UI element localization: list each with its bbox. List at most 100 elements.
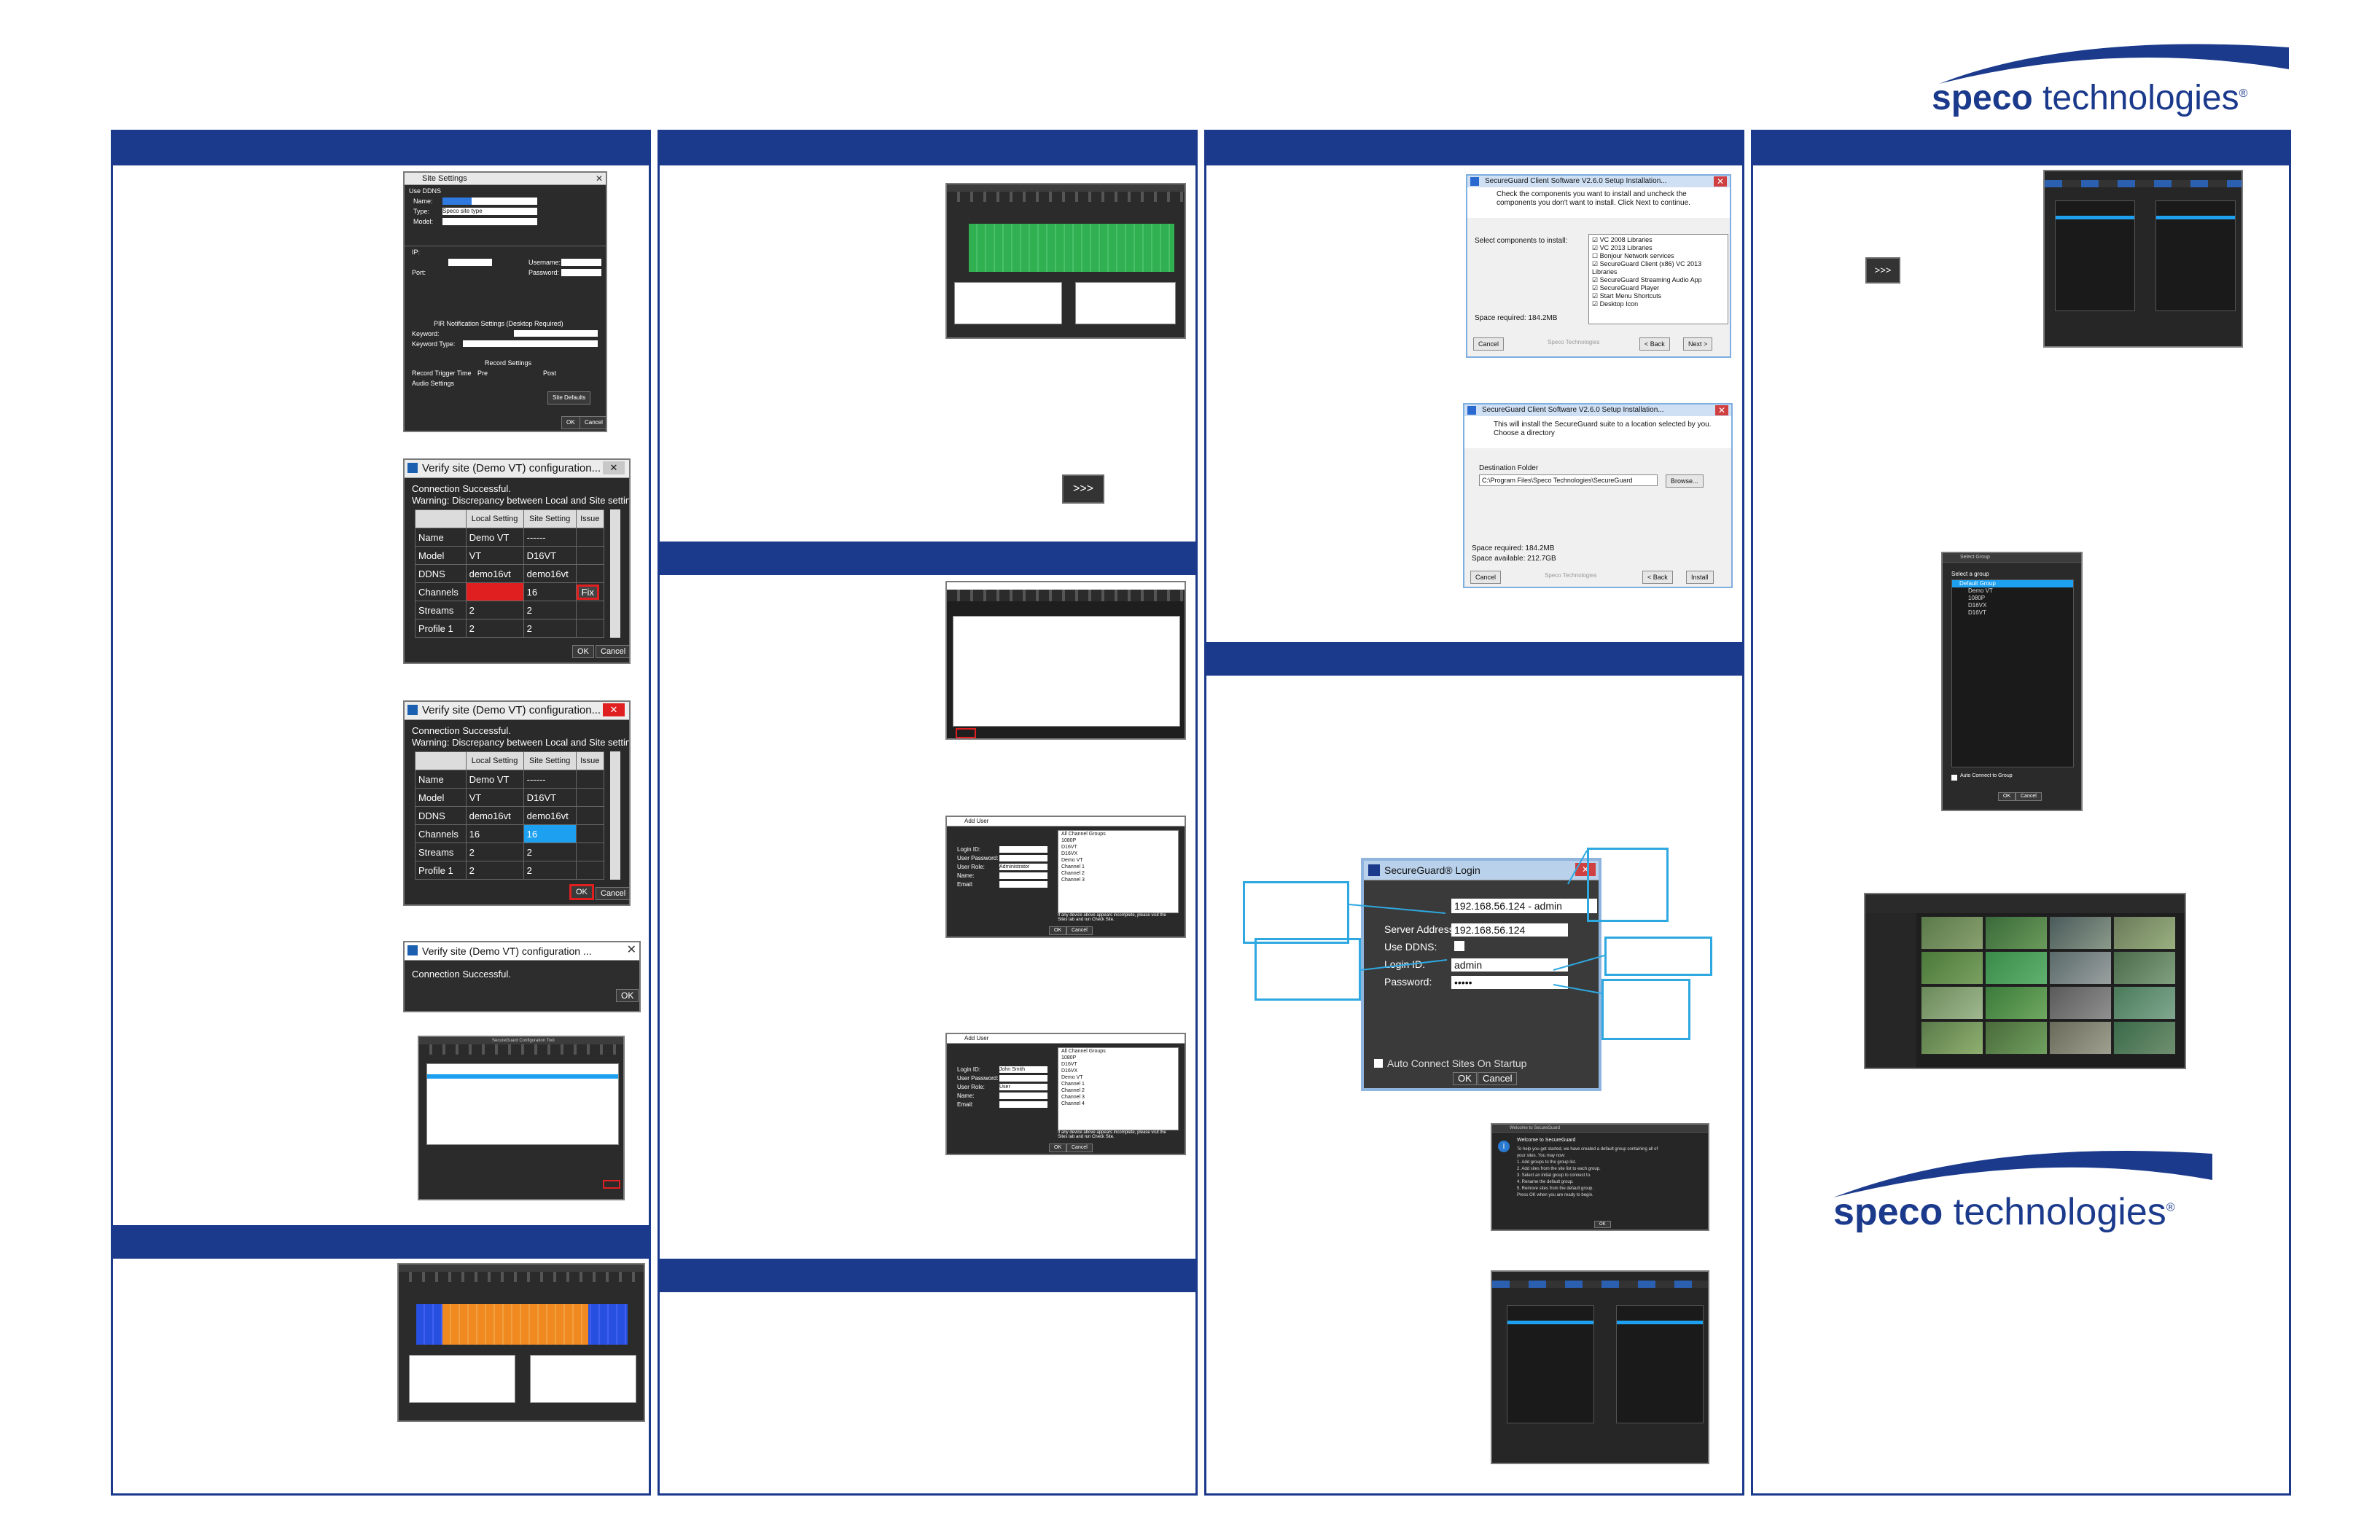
- camera-tile[interactable]: [1921, 1021, 1983, 1055]
- camera-tile[interactable]: [1921, 986, 1983, 1020]
- cancel-button[interactable]: Cancel: [1066, 1144, 1093, 1152]
- cancel-button[interactable]: Cancel: [596, 887, 629, 900]
- cancel-button[interactable]: Cancel: [1478, 1072, 1518, 1085]
- camera-tile[interactable]: [2113, 1021, 2176, 1055]
- camera-tile[interactable]: [2113, 986, 2176, 1020]
- channel-tree[interactable]: All Channel Groups 1080P D16VT D16VX Dem…: [1058, 1047, 1179, 1130]
- camera-tile[interactable]: [1921, 951, 1983, 985]
- site-list[interactable]: [1616, 1305, 1704, 1423]
- list-panel-left[interactable]: [954, 282, 1062, 324]
- ok-button[interactable]: OK: [572, 645, 594, 658]
- camera-tile[interactable]: [1985, 951, 2048, 985]
- password-field[interactable]: •••••: [1451, 976, 1568, 989]
- server-combo[interactable]: 192.168.56.124 - admin: [1451, 899, 1597, 913]
- camera-tile[interactable]: [1985, 986, 2048, 1020]
- ok-button[interactable]: OK: [1049, 1144, 1067, 1152]
- close-icon[interactable]: ✕: [1575, 863, 1596, 876]
- username-field[interactable]: [561, 259, 601, 266]
- list-item[interactable]: ☑ SecureGuard Player: [1592, 284, 1660, 292]
- login-id-field[interactable]: admin: [1451, 958, 1568, 972]
- list-panel-right[interactable]: [530, 1355, 636, 1403]
- close-icon[interactable]: ✕: [1714, 405, 1728, 415]
- camera-tile[interactable]: [2049, 916, 2112, 950]
- camera-tile[interactable]: [1921, 916, 1983, 950]
- group-list[interactable]: [2055, 200, 2135, 311]
- list-item[interactable]: ☑ VC 2008 Libraries: [1592, 236, 1653, 243]
- tab-bar[interactable]: [2045, 180, 2242, 187]
- list-item[interactable]: ☑ Desktop Icon: [1592, 300, 1639, 308]
- ok-button[interactable]: OK: [1594, 1221, 1611, 1228]
- next-arrow-button[interactable]: >>>: [1865, 257, 1900, 284]
- camera-tile[interactable]: [1985, 916, 2048, 950]
- camera-tile[interactable]: [2049, 1021, 2112, 1055]
- scrollbar[interactable]: [610, 509, 620, 638]
- ip-field[interactable]: [448, 259, 492, 266]
- cancel-button[interactable]: Cancel: [2016, 792, 2042, 801]
- camera-tile[interactable]: [2049, 951, 2112, 985]
- components-list[interactable]: ☑ VC 2008 Libraries ☑ VC 2013 Libraries …: [1588, 234, 1728, 324]
- keyword-field[interactable]: [514, 330, 598, 337]
- close-icon[interactable]: ✕: [595, 173, 603, 184]
- ok-button[interactable]: OK: [561, 416, 580, 429]
- use-ddns-checkbox[interactable]: [1454, 941, 1464, 951]
- destination-path-input[interactable]: C:\Program Files\Speco Technologies\Secu…: [1479, 474, 1658, 486]
- back-button[interactable]: < Back: [1639, 337, 1670, 351]
- ok-button[interactable]: OK: [1998, 792, 2016, 801]
- install-button[interactable]: Install: [1686, 571, 1714, 584]
- highlighted-button[interactable]: [603, 1180, 620, 1189]
- list-item[interactable]: Demo VT: [1968, 587, 1993, 594]
- cancel-button[interactable]: Cancel: [580, 416, 606, 429]
- browse-button[interactable]: Browse...: [1666, 474, 1704, 488]
- cancel-button[interactable]: Cancel: [1066, 926, 1093, 935]
- camera-tile[interactable]: [2049, 986, 2112, 1020]
- tab-bar[interactable]: [1492, 1281, 1708, 1288]
- list-item[interactable]: 1080P: [1968, 595, 1986, 601]
- list-item[interactable]: ☑ VC 2013 Libraries: [1592, 244, 1653, 251]
- add-user-button[interactable]: [956, 728, 976, 738]
- list-item[interactable]: ☑ SecureGuard Streaming Audio App: [1592, 276, 1702, 284]
- camera-tile[interactable]: [1985, 1021, 2048, 1055]
- login-id-field[interactable]: John Smith: [999, 1066, 1047, 1073]
- list-panel-left[interactable]: [409, 1355, 515, 1403]
- ok-button[interactable]: OK: [1453, 1072, 1477, 1085]
- ok-button[interactable]: OK: [1049, 926, 1067, 935]
- list-item[interactable]: ☑ SecureGuard Client (x86) VC 2013 Libra…: [1592, 260, 1702, 275]
- sidebar[interactable]: [1865, 913, 1916, 1068]
- close-icon[interactable]: ✕: [603, 461, 625, 474]
- user-list[interactable]: [953, 616, 1180, 727]
- list-item[interactable]: D16VX: [1968, 602, 1987, 609]
- server-address-field[interactable]: 192.168.56.124: [1451, 923, 1568, 937]
- list-panel-right[interactable]: [1075, 282, 1176, 324]
- cancel-button[interactable]: Cancel: [1470, 571, 1502, 584]
- password-field[interactable]: [999, 1075, 1047, 1082]
- close-icon[interactable]: ✕: [603, 703, 625, 716]
- type-select[interactable]: Speco site type: [442, 208, 537, 215]
- schedule-grid-alt[interactable]: [442, 1304, 588, 1345]
- schedule-grid[interactable]: [969, 224, 1174, 272]
- ok-button[interactable]: OK: [569, 884, 594, 900]
- camera-tile[interactable]: [2113, 951, 2176, 985]
- password-field[interactable]: [999, 855, 1047, 861]
- site-defaults-button[interactable]: Site Defaults: [547, 391, 591, 404]
- list-item[interactable]: Default Group: [1952, 580, 2073, 587]
- ok-button[interactable]: OK: [616, 989, 639, 1002]
- list-item[interactable]: ☐ Bonjour Network services: [1592, 252, 1674, 259]
- name-field[interactable]: [442, 198, 537, 205]
- auto-connect-checkbox[interactable]: [1374, 1059, 1383, 1068]
- keyword-type-select[interactable]: [463, 340, 598, 347]
- group-tree[interactable]: Default Group Demo VT 1080P D16VX D16VT: [1951, 579, 2074, 767]
- password-field[interactable]: [561, 269, 601, 276]
- close-icon[interactable]: ✕: [626, 944, 636, 956]
- email-field[interactable]: [999, 1101, 1047, 1108]
- name-field[interactable]: [999, 872, 1047, 879]
- close-icon[interactable]: ✕: [1713, 176, 1727, 187]
- role-select[interactable]: User: [999, 1084, 1047, 1090]
- channel-tree[interactable]: All Channel Groups 1080P D16VT D16VX Dem…: [1058, 830, 1179, 913]
- cancel-button[interactable]: Cancel: [1473, 337, 1505, 351]
- email-field[interactable]: [999, 881, 1047, 888]
- next-arrow-button[interactable]: >>>: [1062, 474, 1104, 504]
- list-item[interactable]: D16VT: [1968, 609, 1986, 616]
- site-list[interactable]: [426, 1063, 619, 1145]
- next-button[interactable]: Next >: [1683, 337, 1713, 351]
- back-button[interactable]: < Back: [1642, 571, 1673, 584]
